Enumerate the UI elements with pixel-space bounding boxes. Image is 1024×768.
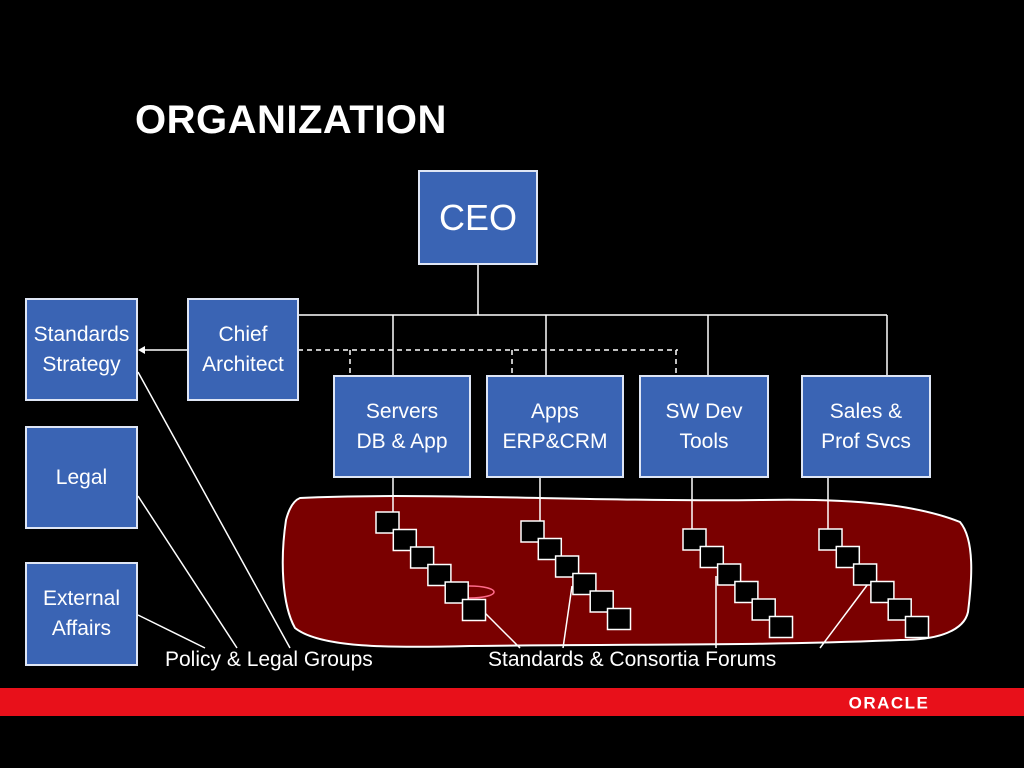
forum-square <box>682 528 707 551</box>
forum-square <box>444 581 469 604</box>
forum-square <box>554 555 580 578</box>
forum-square <box>734 580 759 604</box>
forum-square <box>852 563 878 586</box>
division-servers-box[interactable]: Servers DB & App <box>333 375 471 478</box>
forum-square <box>606 607 632 631</box>
external-affairs-box[interactable]: External Affairs <box>25 562 138 666</box>
forum-square <box>461 598 487 622</box>
forum-square <box>818 528 843 551</box>
standards-forums-caption: Standards & Consortia Forums <box>488 648 777 671</box>
policy-legal-caption: Policy & Legal Groups <box>165 648 373 671</box>
forum-square <box>887 598 912 621</box>
forum-square <box>699 545 725 569</box>
legal-box[interactable]: Legal <box>25 426 138 529</box>
forum-square <box>835 545 861 569</box>
forum-square <box>870 580 895 604</box>
forum-square <box>904 615 930 639</box>
standards-strategy-box[interactable]: Standards Strategy <box>25 298 138 401</box>
forum-square <box>537 537 563 561</box>
slide-title: ORGANIZATION <box>135 98 447 142</box>
forum-square <box>520 520 545 543</box>
division-apps-box[interactable]: Apps ERP&CRM <box>486 375 624 478</box>
division-sales-box[interactable]: Sales & Prof Svcs <box>801 375 931 478</box>
svg-text:ORACLE: ORACLE <box>849 694 930 713</box>
forum-square <box>427 563 452 587</box>
ceo-box[interactable]: CEO <box>418 170 538 265</box>
forum-square <box>375 511 400 534</box>
forums-region <box>281 495 973 648</box>
forum-square <box>572 572 597 596</box>
forum-square <box>768 615 794 639</box>
division-swdev-box[interactable]: SW Dev Tools <box>639 375 769 478</box>
forum-square <box>409 546 435 569</box>
chief-architect-box[interactable]: Chief Architect <box>187 298 299 401</box>
forum-square <box>716 563 742 586</box>
footer-red-bar <box>0 688 1024 716</box>
forum-square <box>392 528 418 552</box>
forum-square <box>751 598 776 621</box>
oracle-logo: ORACLE <box>849 694 930 713</box>
forum-square <box>589 590 614 613</box>
